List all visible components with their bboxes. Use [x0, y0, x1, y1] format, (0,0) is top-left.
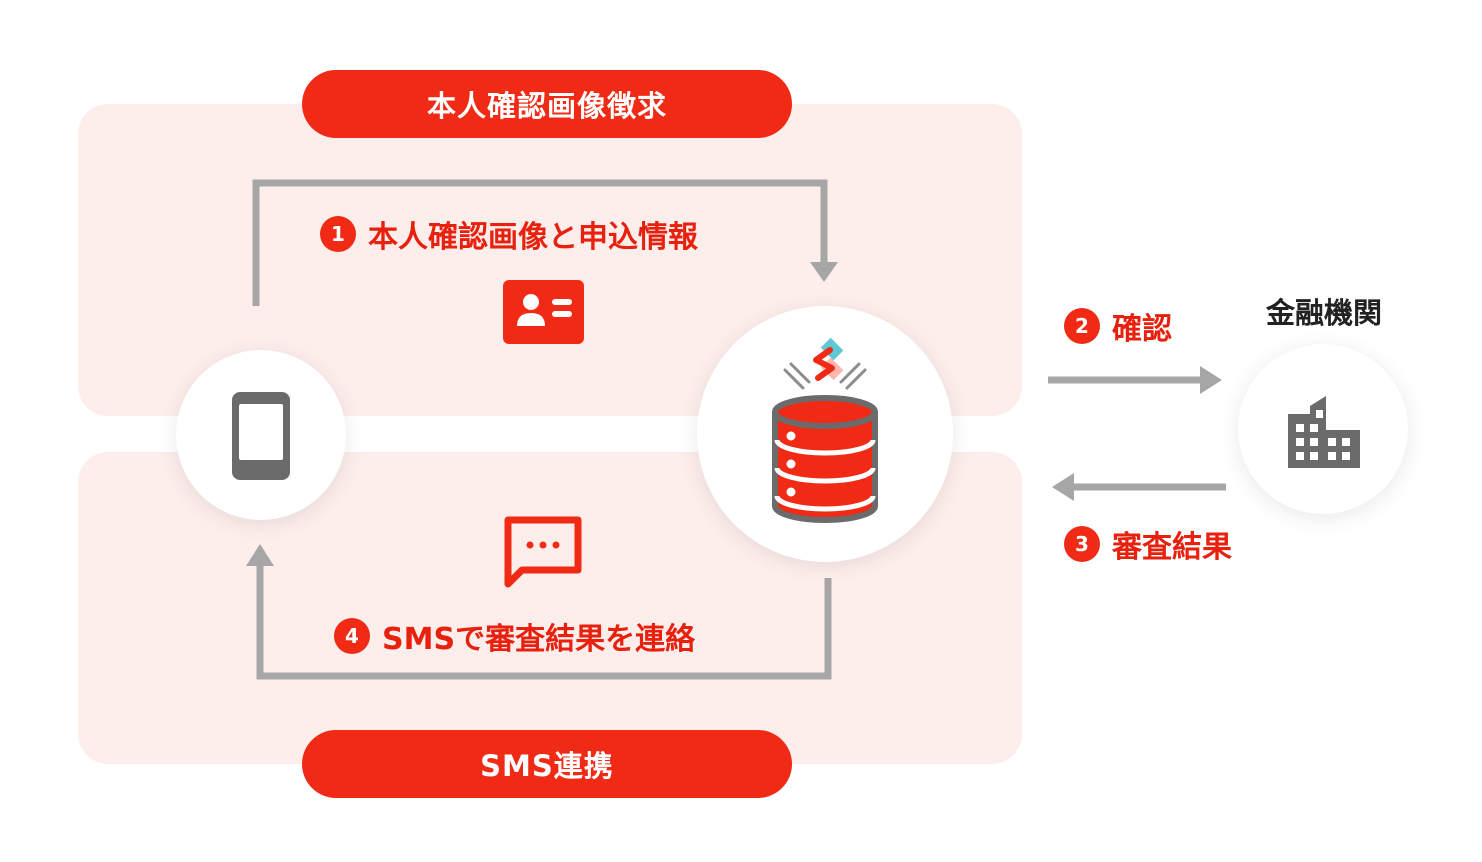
smartphone-icon [232, 392, 290, 480]
verify-arrowhead [1200, 366, 1222, 394]
sms-flow-arrow [256, 566, 832, 680]
financial-institution-label: 金融機関 [1265, 296, 1382, 330]
building-icon [1288, 396, 1360, 468]
step-2-text: 確認 [1112, 312, 1172, 347]
step-4-text: SMSで審査結果を連絡 [382, 622, 696, 657]
step-1-text: 本人確認画像と申込情報 [368, 220, 698, 255]
step-1-number: 1 [320, 216, 356, 252]
step-3-text: 審査結果 [1112, 530, 1232, 565]
step-3-label: 3 審査結果 [1064, 522, 1232, 566]
sms-integration-pill: SMS連携 [302, 730, 792, 798]
identity-image-request-pill: 本人確認画像徴求 [302, 70, 792, 138]
step-4-label: 4 SMSで審査結果を連絡 [334, 614, 695, 658]
upload-arrowhead [810, 262, 838, 282]
database-server-icon [772, 395, 878, 523]
step-3-number: 3 [1064, 526, 1100, 562]
step-2-number: 2 [1064, 308, 1100, 344]
user-smartphone-node [176, 350, 346, 520]
id-card-icon [503, 280, 584, 344]
result-arrowhead [1052, 473, 1074, 501]
step-1-label: 1 本人確認画像と申込情報 [320, 212, 698, 256]
service-logo-icon [783, 337, 867, 390]
server-node [697, 306, 953, 562]
sms-arrowhead [246, 544, 274, 566]
identity-image-request-label: 本人確認画像徴求 [426, 89, 667, 123]
upload-flow-arrow [252, 179, 828, 306]
sms-integration-label: SMS連携 [480, 749, 614, 783]
financial-institution-node [1238, 344, 1408, 514]
step-2-label: 2 確認 [1064, 304, 1172, 348]
step-4-number: 4 [334, 618, 370, 654]
message-bubble-icon [504, 516, 582, 588]
